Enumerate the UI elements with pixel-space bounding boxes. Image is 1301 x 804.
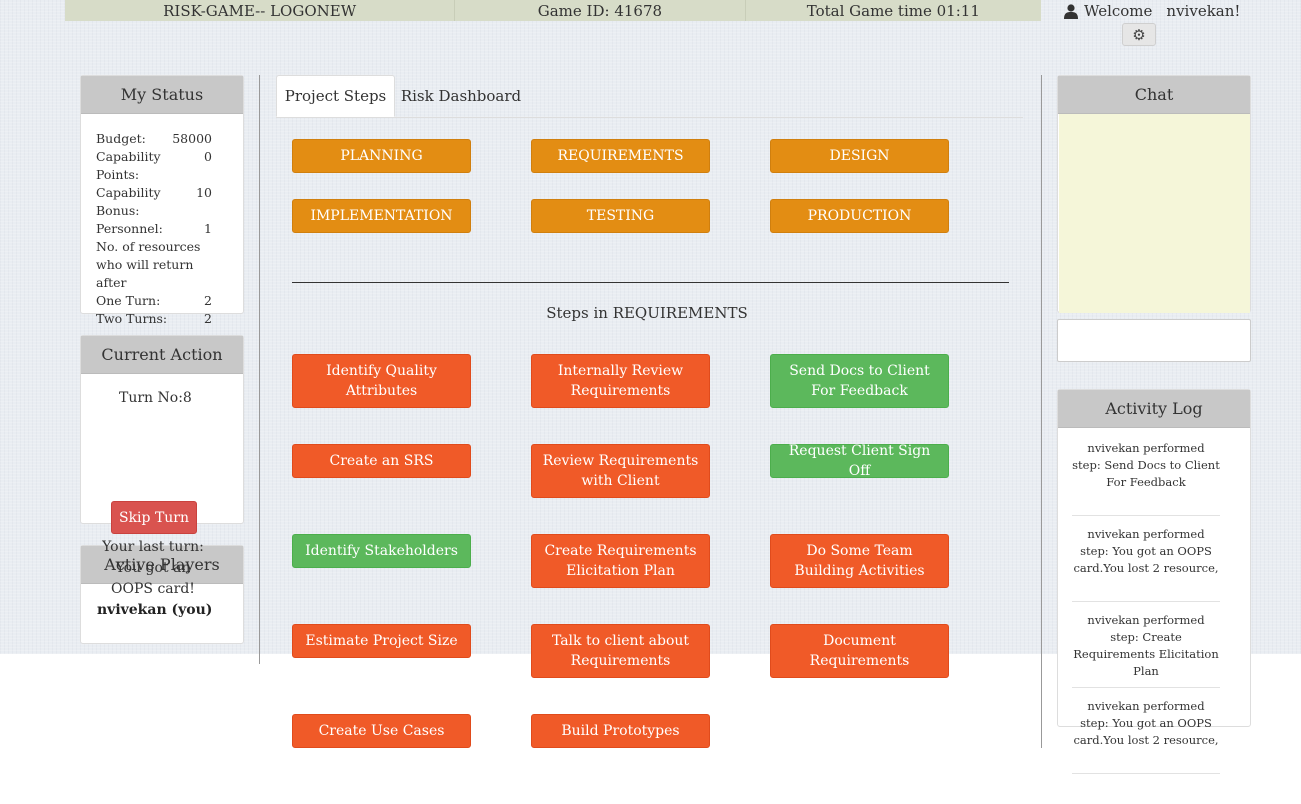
status-row: after — [96, 274, 212, 292]
turn-number: Turn No:8 — [119, 390, 192, 406]
step-button[interactable]: Build Prototypes — [531, 714, 710, 748]
my-status-title: My Status — [81, 76, 243, 114]
phase-planning-button[interactable]: PLANNING — [292, 139, 471, 173]
step-button[interactable]: Create Use Cases — [292, 714, 471, 748]
step-button[interactable]: Create Requirements Elicitation Plan — [531, 534, 710, 588]
status-label: Personnel: — [96, 221, 163, 236]
section-divider — [292, 282, 1009, 283]
game-time: Total Game time 01:11 — [806, 1, 980, 20]
status-value: 1 — [204, 221, 212, 236]
step-button[interactable]: Create an SRS — [292, 444, 471, 478]
active-players-panel: Active Players nvivekan (you) — [80, 545, 244, 644]
status-row: Capability Bonus: 10 — [96, 184, 212, 220]
activity-log-title: Activity Log — [1058, 390, 1250, 428]
status-label: after — [96, 275, 127, 290]
tab-risk-dashboard[interactable]: Risk Dashboard — [400, 87, 522, 105]
status-value: 2 — [204, 311, 212, 326]
status-label: Capability Bonus: — [96, 185, 161, 218]
step-button[interactable]: Request Client Sign Off — [770, 443, 949, 479]
tab-project-steps[interactable]: Project Steps — [276, 75, 395, 117]
active-player-name: nvivekan (you) — [97, 602, 213, 618]
active-players-title: Active Players — [81, 546, 243, 584]
welcome-label: Welcome — [1084, 2, 1153, 20]
user-icon — [1064, 3, 1078, 19]
phase-design-button[interactable]: DESIGN — [770, 139, 949, 173]
phase-requirements-button[interactable]: REQUIREMENTS — [531, 139, 710, 173]
username: nvivekan! — [1166, 2, 1241, 20]
step-button[interactable]: Document Requirements — [770, 624, 949, 678]
step-button[interactable]: Identify Stakeholders — [292, 534, 471, 568]
right-divider — [1041, 75, 1042, 748]
status-row: One Turn: 2 — [96, 292, 212, 310]
left-divider — [259, 75, 260, 664]
status-value: 2 — [204, 293, 212, 308]
game-id: Game ID: 41678 — [455, 0, 746, 21]
status-label: Two Turns: — [96, 311, 168, 326]
status-label: Capability Points: — [96, 149, 161, 182]
log-item: nvivekan performed step: Send Docs to Cl… — [1072, 440, 1220, 516]
settings-button[interactable]: ⚙ — [1122, 23, 1156, 46]
activity-log-panel: Activity Log — [1057, 389, 1251, 727]
step-button[interactable]: Talk to client about Requirements — [531, 624, 710, 678]
chat-input[interactable] — [1057, 319, 1251, 362]
steps-title: Steps in REQUIREMENTS — [546, 304, 748, 322]
status-label: who will return — [96, 257, 194, 272]
last-turn-message: Your last turn: You got an OOPS card! — [102, 539, 204, 597]
app-logo-text: RISK-GAME-- LOGONEW — [65, 0, 456, 21]
welcome-user: Welcome nvivekan! — [1064, 2, 1240, 20]
step-button[interactable]: Estimate Project Size — [292, 624, 471, 658]
phase-implementation-button[interactable]: IMPLEMENTATION — [292, 199, 471, 233]
status-row: Capability Points: 0 — [96, 148, 212, 184]
chat-title: Chat — [1058, 76, 1250, 114]
step-button[interactable]: Review Requirements with Client — [531, 444, 710, 498]
phase-production-button[interactable]: PRODUCTION — [770, 199, 949, 233]
chat-panel: Chat — [1057, 75, 1251, 313]
status-row: No. of resources — [96, 238, 212, 256]
status-row: Personnel: 1 — [96, 220, 212, 238]
status-value: 0 — [204, 149, 212, 164]
status-label: One Turn: — [96, 293, 161, 308]
top-bar: RISK-GAME-- LOGONEW Game ID: 41678 Total… — [65, 0, 1041, 21]
status-row: Two Turns: 2 — [96, 310, 212, 328]
activity-log-list: nvivekan performed step: Send Docs to Cl… — [1072, 440, 1220, 784]
status-label: Budget: — [96, 131, 146, 146]
skip-turn-button[interactable]: Skip Turn — [111, 501, 197, 534]
log-item: nvivekan performed step: You got an OOPS… — [1072, 698, 1220, 774]
chat-messages — [1059, 114, 1250, 313]
step-button[interactable]: Do Some Team Building Activities — [770, 534, 949, 588]
current-action-title: Current Action — [81, 336, 243, 374]
status-row: Budget: 58000 — [96, 130, 212, 148]
step-button[interactable]: Send Docs to Client For Feedback — [770, 354, 949, 408]
status-row: who will return — [96, 256, 212, 274]
step-button[interactable]: Internally Review Requirements — [531, 354, 710, 408]
log-item: nvivekan performed step: Create Requirem… — [1072, 612, 1220, 688]
phase-testing-button[interactable]: TESTING — [531, 199, 710, 233]
tab-bar: Project Steps Risk Dashboard — [276, 75, 1023, 118]
status-value: 10 — [196, 185, 212, 200]
status-value: 58000 — [172, 131, 212, 146]
step-button[interactable]: Identify Quality Attributes — [292, 354, 471, 408]
log-item: nvivekan performed step: You got an OOPS… — [1072, 526, 1220, 602]
gear-icon: ⚙ — [1132, 25, 1146, 44]
status-label: No. of resources — [96, 239, 201, 254]
current-action-panel: Current Action Turn No:8 — [80, 335, 244, 524]
